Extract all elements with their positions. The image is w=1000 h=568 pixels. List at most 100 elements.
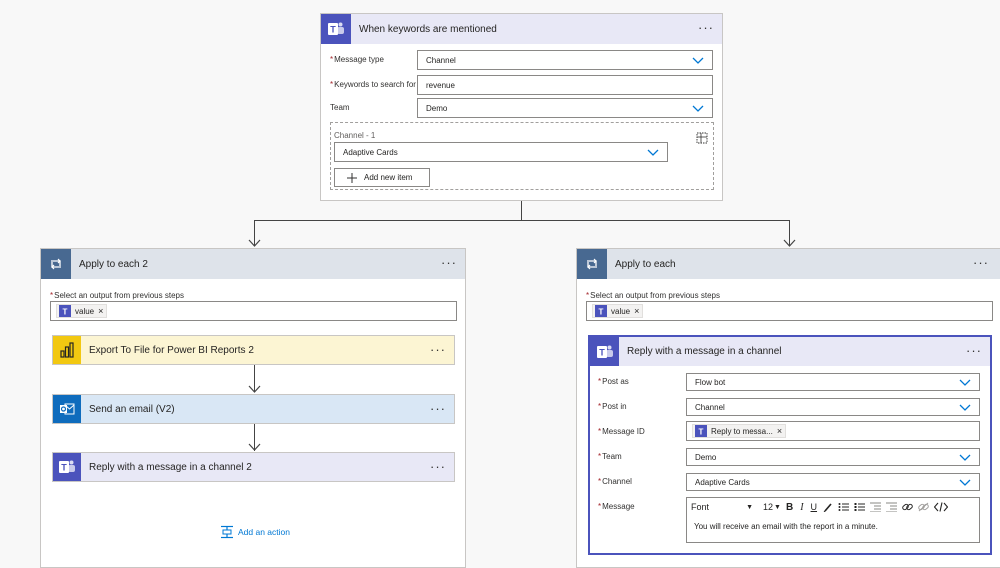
reply-token-label: Reply to messa... xyxy=(711,426,773,436)
more-options-icon[interactable]: ··· xyxy=(430,401,446,416)
svg-text:T: T xyxy=(599,308,604,317)
apply-to-each-2-title: Apply to each 2 xyxy=(79,258,148,270)
remove-token-icon[interactable]: × xyxy=(634,306,640,316)
apply-to-each-header[interactable]: Apply to each ··· xyxy=(577,249,1000,279)
chevron-down-icon xyxy=(692,105,704,112)
connector xyxy=(254,365,255,392)
select-output-label: *Select an output from previous steps xyxy=(586,291,720,300)
chevron-down-icon xyxy=(647,149,659,156)
connector-right-down xyxy=(789,220,790,246)
chevron-down-icon xyxy=(692,57,704,64)
apply-to-each-2-card: Apply to each 2 ··· *Select an output fr… xyxy=(40,248,466,568)
message-text-area[interactable]: You will receive an email with the repor… xyxy=(694,522,975,531)
channel-label: *Channel xyxy=(598,477,632,486)
link-icon[interactable] xyxy=(902,502,913,512)
more-options-icon[interactable]: ··· xyxy=(698,20,714,35)
apply-to-each-2-header[interactable]: Apply to each 2 ··· xyxy=(41,249,465,279)
post-in-label: *Post in xyxy=(598,402,627,411)
power-bi-icon xyxy=(53,336,81,364)
trigger-header[interactable]: T When keywords are mentioned ··· xyxy=(321,14,722,44)
channel-dropdown[interactable]: Adaptive Cards xyxy=(686,473,980,491)
select-output-input[interactable]: T value × xyxy=(586,301,993,321)
numbered-list-icon[interactable] xyxy=(854,502,866,512)
team-label: *Team xyxy=(598,452,622,461)
add-new-item-label: Add new item xyxy=(364,173,413,182)
loop-icon xyxy=(577,249,607,279)
message-type-dropdown[interactable]: Channel xyxy=(417,50,713,70)
plus-icon xyxy=(347,172,357,183)
remove-token-icon[interactable]: × xyxy=(776,426,783,436)
decrease-indent-icon[interactable] xyxy=(870,502,882,512)
unlink-icon[interactable] xyxy=(918,502,929,512)
channel-array-group: Channel - 1 Adaptive Cards Add new item xyxy=(330,122,714,190)
keywords-input[interactable]: revenue xyxy=(417,75,713,95)
connector-trigger-down xyxy=(521,201,522,221)
more-options-icon[interactable]: ··· xyxy=(430,342,446,357)
bold-icon[interactable]: B xyxy=(785,501,794,513)
caret-down-icon: ▼ xyxy=(746,503,753,511)
send-email-step[interactable]: Send an email (V2) ··· xyxy=(52,394,455,424)
chevron-down-icon xyxy=(959,479,971,486)
remove-token-icon[interactable]: × xyxy=(98,306,104,316)
channel-value: Adaptive Cards xyxy=(343,147,398,157)
font-value: Font xyxy=(691,502,710,512)
message-id-input[interactable]: T Reply to messa... × xyxy=(686,421,980,441)
reply-message-2-title: Reply with a message in a channel 2 xyxy=(89,461,252,473)
value-token-label: value xyxy=(611,306,631,316)
outlook-icon xyxy=(53,395,81,423)
font-size-dropdown[interactable]: 12 ▼ xyxy=(763,502,781,512)
value-token[interactable]: T value × xyxy=(592,304,644,318)
code-view-icon[interactable] xyxy=(934,502,949,512)
more-options-icon[interactable]: ··· xyxy=(966,343,982,358)
italic-icon[interactable]: I xyxy=(800,501,804,513)
more-options-icon[interactable]: ··· xyxy=(430,459,446,474)
team-dropdown[interactable]: Demo xyxy=(686,448,980,466)
value-token[interactable]: T value × xyxy=(56,304,108,318)
increase-indent-icon[interactable] xyxy=(886,502,898,512)
svg-text:T: T xyxy=(63,308,68,317)
message-id-label: *Message ID xyxy=(598,427,645,436)
bullet-list-icon[interactable] xyxy=(838,502,850,512)
add-new-item-button[interactable]: Add new item xyxy=(334,168,430,187)
font-dropdown[interactable]: Font ▼ xyxy=(687,502,757,512)
team-value: Demo xyxy=(695,452,717,462)
post-as-dropdown[interactable]: Flow bot xyxy=(686,373,980,391)
channel-dropdown[interactable]: Adaptive Cards xyxy=(334,142,668,162)
message-editor: Font ▼ 12 ▼ B I U You wil xyxy=(686,497,980,543)
more-options-icon[interactable]: ··· xyxy=(441,255,457,270)
caret-down-icon: ▼ xyxy=(774,503,781,511)
team-value: Demo xyxy=(426,103,448,113)
connector-left-down xyxy=(254,220,255,246)
team-label: Team xyxy=(330,103,350,112)
more-options-icon[interactable]: ··· xyxy=(973,255,989,270)
channel-label: Channel - 1 xyxy=(334,131,376,140)
value-token-label: value xyxy=(75,306,95,316)
teams-icon: T xyxy=(53,453,81,481)
teams-icon: T xyxy=(321,14,351,44)
select-output-input[interactable]: T value × xyxy=(50,301,457,321)
teams-icon: T xyxy=(590,337,619,366)
svg-text:T: T xyxy=(699,428,704,437)
add-action-label: Add an action xyxy=(238,527,290,537)
select-output-label: *Select an output from previous steps xyxy=(50,291,184,300)
message-text: You will receive an email with the repor… xyxy=(694,522,878,531)
reply-message-header[interactable]: T Reply with a message in a channel ··· xyxy=(590,337,990,366)
table-icon[interactable] xyxy=(696,132,708,144)
reply-to-message-token[interactable]: T Reply to messa... × xyxy=(692,424,787,438)
keywords-value: revenue xyxy=(426,80,455,90)
team-dropdown[interactable]: Demo xyxy=(417,98,713,118)
add-action-button[interactable]: Add an action xyxy=(220,525,290,539)
message-label: *Message xyxy=(598,502,635,511)
reply-message-title: Reply with a message in a channel xyxy=(627,346,782,357)
editor-toolbar: Font ▼ 12 ▼ B I U xyxy=(687,498,979,516)
post-in-dropdown[interactable]: Channel xyxy=(686,398,980,416)
message-type-label: *Message type xyxy=(330,55,384,64)
highlight-pen-icon[interactable] xyxy=(823,502,833,512)
underline-icon[interactable]: U xyxy=(810,502,818,512)
export-to-file-step[interactable]: Export To File for Power BI Reports 2 ··… xyxy=(52,335,455,365)
post-in-value: Channel xyxy=(695,402,725,412)
arrow-down-icon xyxy=(248,239,261,247)
trigger-card: T When keywords are mentioned ··· *Messa… xyxy=(320,13,723,201)
reply-message-2-step[interactable]: T Reply with a message in a channel 2 ··… xyxy=(52,452,455,482)
arrow-down-icon xyxy=(248,385,261,393)
